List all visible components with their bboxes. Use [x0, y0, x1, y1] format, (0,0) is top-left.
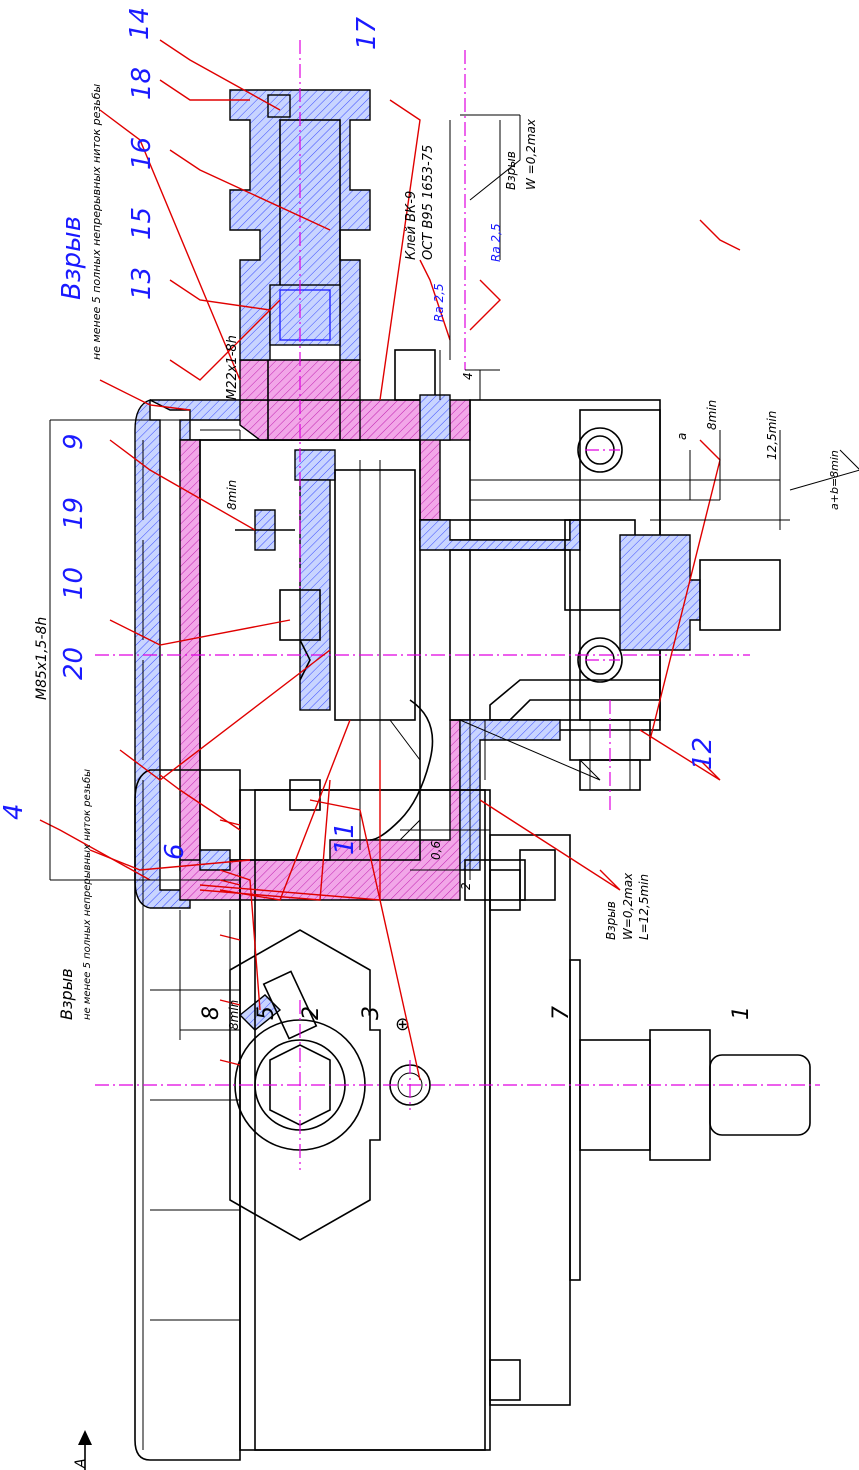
callout-7: 7 [549, 1006, 574, 1020]
dim-a-plus-b: a+b=8min [828, 450, 841, 510]
note-vzryv-big: Взрыв [57, 216, 87, 300]
callout-16: 16 [127, 137, 157, 170]
note-vzryv-w-val: W =0,2max [524, 118, 538, 190]
notes: Взрыв не менее 5 полных непрерывных нито… [57, 84, 651, 1020]
view-label: A [73, 1458, 89, 1469]
callout-1: 1 [729, 1006, 754, 1020]
note-glue-std: ОСТ В95 1653-75 [421, 145, 436, 260]
callout-numbers: 14 18 16 15 13 17 9 19 10 20 4 6 11 12 8… [0, 7, 754, 1020]
dim-0-6: 0,6 [429, 841, 443, 860]
callout-18: 18 [127, 67, 157, 100]
dim-8min-b: 8min [227, 1000, 241, 1030]
dim-8min-c: 8min [705, 400, 719, 430]
note-vzryv-big-sub: не менее 5 полных непрерывных ниток резь… [90, 84, 103, 360]
callout-12: 12 [688, 737, 718, 770]
callout-6: 6 [160, 843, 190, 860]
callout-19: 19 [59, 497, 89, 530]
external-view: ⊕ [78, 679, 820, 1470]
callout-15: 15 [127, 207, 157, 240]
dim-4: 4 [461, 372, 475, 380]
note-vzryv-small-sub: не менее 5 полных непрерывных ниток резь… [81, 769, 93, 1020]
dimension-texts: M85x1,5-8h M22x1-8h 8min 8min 8min 12,5m… [34, 335, 841, 1030]
note-vzryv-l-val1: W=0,2max [621, 872, 635, 940]
dim-a: a [675, 433, 689, 440]
callout-13: 13 [127, 267, 157, 300]
callout-2: 2 [299, 1006, 324, 1020]
note-vzryv-l-val2: L=12,5min [637, 874, 651, 940]
callout-4: 4 [0, 803, 29, 820]
dim-8min-a: 8min [225, 480, 239, 510]
callout-8: 8 [199, 1006, 224, 1020]
callout-11: 11 [330, 822, 360, 855]
callout-14: 14 [125, 7, 155, 40]
note-ra-2: Ra 2,5 [489, 223, 503, 262]
callout-9: 9 [59, 433, 89, 450]
note-vzryv-w: Взрыв [504, 151, 518, 190]
note-ra-1: Ra 2,5 [432, 283, 446, 322]
callout-5: 5 [254, 1006, 279, 1020]
section-view [95, 40, 781, 1040]
dim-thread-fit: M22x1-8h [225, 335, 240, 400]
note-vzryv-small: Взрыв [57, 968, 76, 1020]
dim-thread-main: M85x1,5-8h [34, 617, 50, 700]
callout-3: 3 [359, 1006, 384, 1020]
note-glue: Клей ВК-9 [404, 191, 419, 260]
dim-12-5min: 12,5min [765, 411, 779, 460]
callout-17: 17 [352, 16, 382, 50]
dim-2: 2 [459, 882, 473, 890]
note-vzryv-l: Взрыв [604, 901, 618, 940]
dimension-lines [49, 114, 790, 1040]
callout-10: 10 [59, 567, 89, 600]
callout-20: 20 [59, 647, 89, 680]
